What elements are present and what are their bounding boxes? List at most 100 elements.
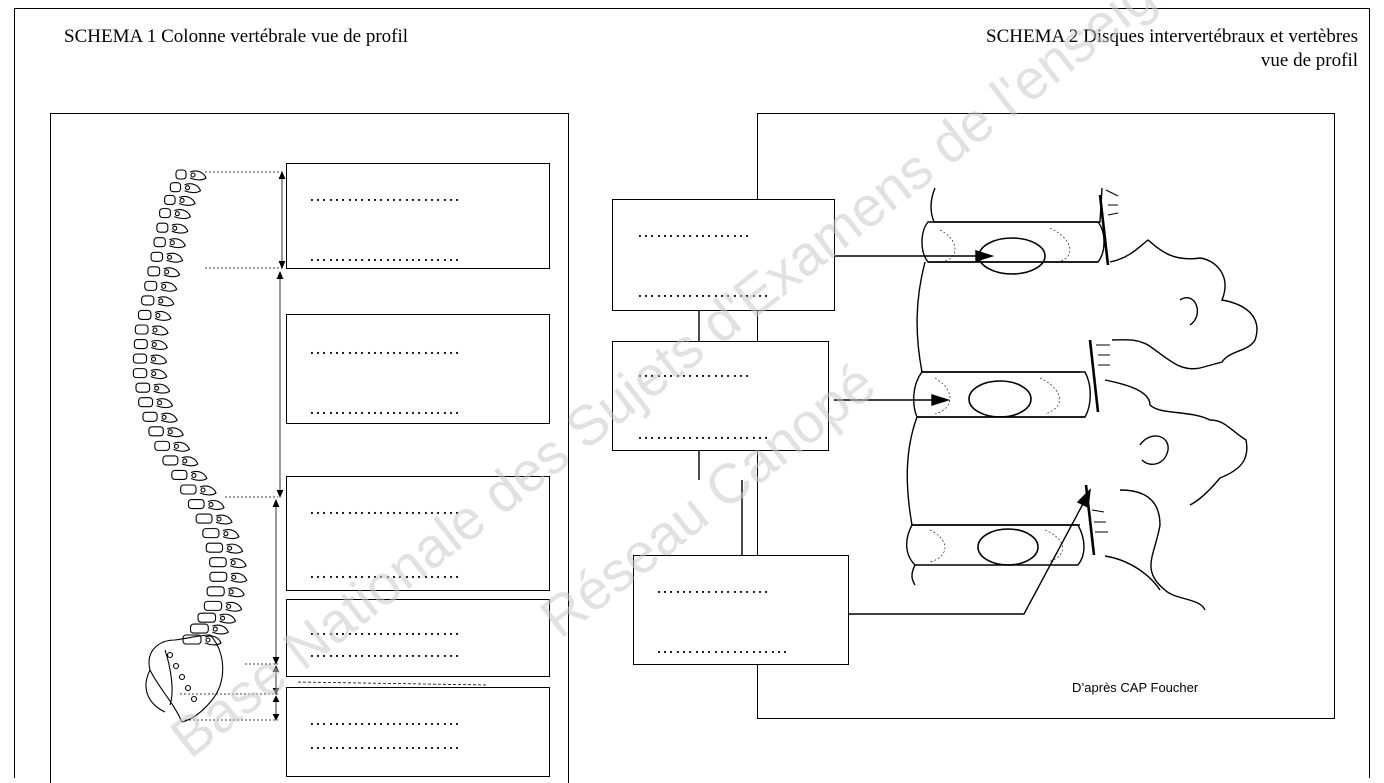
schema2-connectors bbox=[698, 250, 1091, 615]
diagram-drawings bbox=[132, 169, 1258, 723]
vertebra-foramen bbox=[231, 574, 237, 580]
vertebra-foramen bbox=[169, 240, 175, 246]
vertebra-body bbox=[180, 484, 197, 495]
sacrum-detail bbox=[145, 649, 173, 713]
arrow-head-2 bbox=[931, 394, 951, 406]
vertebra-body bbox=[195, 513, 213, 524]
vertebra-foramen bbox=[179, 197, 185, 204]
vertebra-body bbox=[205, 542, 224, 553]
blank-line: …………………… bbox=[309, 185, 461, 205]
vertebra-foramen bbox=[226, 603, 232, 609]
schema2-title-line1: SCHEMA 2 Disques intervertébraux et vert… bbox=[986, 26, 1358, 47]
vertebra-process bbox=[150, 354, 168, 365]
vertebra-process bbox=[181, 456, 199, 467]
vertebra-process bbox=[190, 470, 208, 481]
vertebra-foramen bbox=[154, 385, 160, 391]
vertebra-process bbox=[169, 238, 186, 249]
vertebra-body bbox=[133, 338, 148, 350]
vertebra-body bbox=[153, 237, 166, 248]
blank-line: …………………… bbox=[309, 245, 461, 265]
vertebra-process bbox=[178, 195, 196, 206]
vertebra-process bbox=[156, 398, 174, 409]
cervical-label-box: …………………… …………………… bbox=[286, 163, 550, 269]
disc-label-box: ……………… ………………… bbox=[612, 341, 829, 451]
page-frame bbox=[14, 8, 1370, 778]
coccyx-label-box: …………………… …………………… bbox=[286, 687, 550, 777]
vertebra-foramen bbox=[156, 400, 163, 406]
vertebra-body bbox=[203, 600, 223, 611]
vertebra-foramen bbox=[158, 298, 164, 304]
vertebra-body bbox=[189, 623, 209, 634]
vertebra-body bbox=[169, 182, 182, 193]
vertebra-foramen bbox=[228, 589, 234, 595]
vertebra-process bbox=[184, 183, 202, 194]
vertebra-process bbox=[215, 514, 233, 525]
blank-line: ……………… bbox=[656, 577, 770, 597]
vertebra-body bbox=[162, 455, 179, 466]
vertebra-foramen bbox=[174, 211, 180, 217]
vertebra-foramen bbox=[219, 615, 226, 621]
vertebrae-illustration bbox=[906, 187, 1258, 611]
sacral-foramen bbox=[190, 695, 198, 703]
vertebra-foramen bbox=[208, 501, 214, 508]
vertebra-process bbox=[160, 412, 178, 423]
vertebra-body bbox=[147, 266, 161, 277]
vertebra-body bbox=[209, 571, 228, 582]
vertebra-process bbox=[173, 441, 191, 452]
vertebra-foramen bbox=[184, 185, 191, 191]
vertebra-label-box: ……………… ………………… bbox=[612, 199, 835, 311]
vertebra-process bbox=[151, 339, 168, 350]
vertebra-foramen bbox=[167, 429, 173, 435]
blank-line: …………………… bbox=[309, 733, 461, 753]
vertebra-body bbox=[135, 382, 151, 393]
vertebra-body bbox=[175, 169, 187, 180]
blank-line: …………………… bbox=[309, 709, 461, 729]
vertebra-process bbox=[225, 601, 243, 612]
vertebra-body bbox=[150, 251, 164, 262]
vertebra-body bbox=[164, 194, 176, 206]
blank-line: ……………… bbox=[637, 361, 751, 381]
vertebra-process bbox=[204, 635, 222, 646]
vertebra-process bbox=[157, 296, 175, 307]
vertebra-foramen bbox=[190, 172, 196, 178]
vertebra-body bbox=[148, 426, 164, 437]
schema1-panel bbox=[50, 113, 569, 783]
blank-line: …………………… bbox=[309, 641, 461, 661]
spine-region-guides bbox=[180, 170, 489, 721]
sacral-foramen bbox=[184, 684, 192, 692]
vertebra-process bbox=[154, 310, 172, 321]
blank-line: ………………… bbox=[637, 423, 770, 443]
vertebra-foramen bbox=[191, 472, 197, 479]
arrow-head-3 bbox=[1076, 488, 1091, 509]
schema2-title: SCHEMA 2 Disques intervertébraux et vert… bbox=[986, 25, 1358, 73]
vertebra-body bbox=[144, 280, 158, 291]
vertebra-process bbox=[150, 369, 168, 380]
vertebra-process bbox=[230, 572, 248, 583]
vertebra-body bbox=[134, 324, 149, 335]
vertebra-process bbox=[171, 223, 189, 234]
vertebra-body bbox=[187, 498, 205, 510]
thoracic-label-box: …………………… …………………… bbox=[286, 314, 550, 424]
vertebra-body bbox=[141, 295, 155, 306]
vertebra-foramen bbox=[166, 254, 173, 260]
vertebra-foramen bbox=[161, 414, 167, 420]
vertebra-foramen bbox=[155, 312, 161, 319]
vertebra-body bbox=[156, 222, 169, 233]
vertebra-body bbox=[154, 440, 171, 451]
vertebra-body bbox=[209, 557, 227, 568]
nerve-label-box: ……………… ………………… bbox=[633, 555, 849, 665]
schema1-title: SCHEMA 1 Colonne vertébrale vue de profi… bbox=[64, 26, 409, 47]
vertebra-foramen bbox=[151, 371, 157, 377]
blank-line: ……………… bbox=[637, 221, 751, 241]
schema2-title-line2: vue de profil bbox=[1260, 50, 1358, 71]
blank-line: …………………… bbox=[309, 338, 461, 358]
vertebra-process bbox=[227, 587, 245, 598]
sacral-foramen bbox=[178, 673, 186, 681]
vertebra-body bbox=[182, 634, 202, 645]
arrow-head-1 bbox=[975, 250, 995, 262]
lumbar-label-box: …………………… …………………… bbox=[286, 476, 550, 591]
vertebra-foramen bbox=[182, 458, 188, 464]
vertebra-process bbox=[189, 170, 207, 181]
vertebra-body bbox=[142, 411, 158, 422]
vertebra-foramen bbox=[230, 560, 236, 566]
